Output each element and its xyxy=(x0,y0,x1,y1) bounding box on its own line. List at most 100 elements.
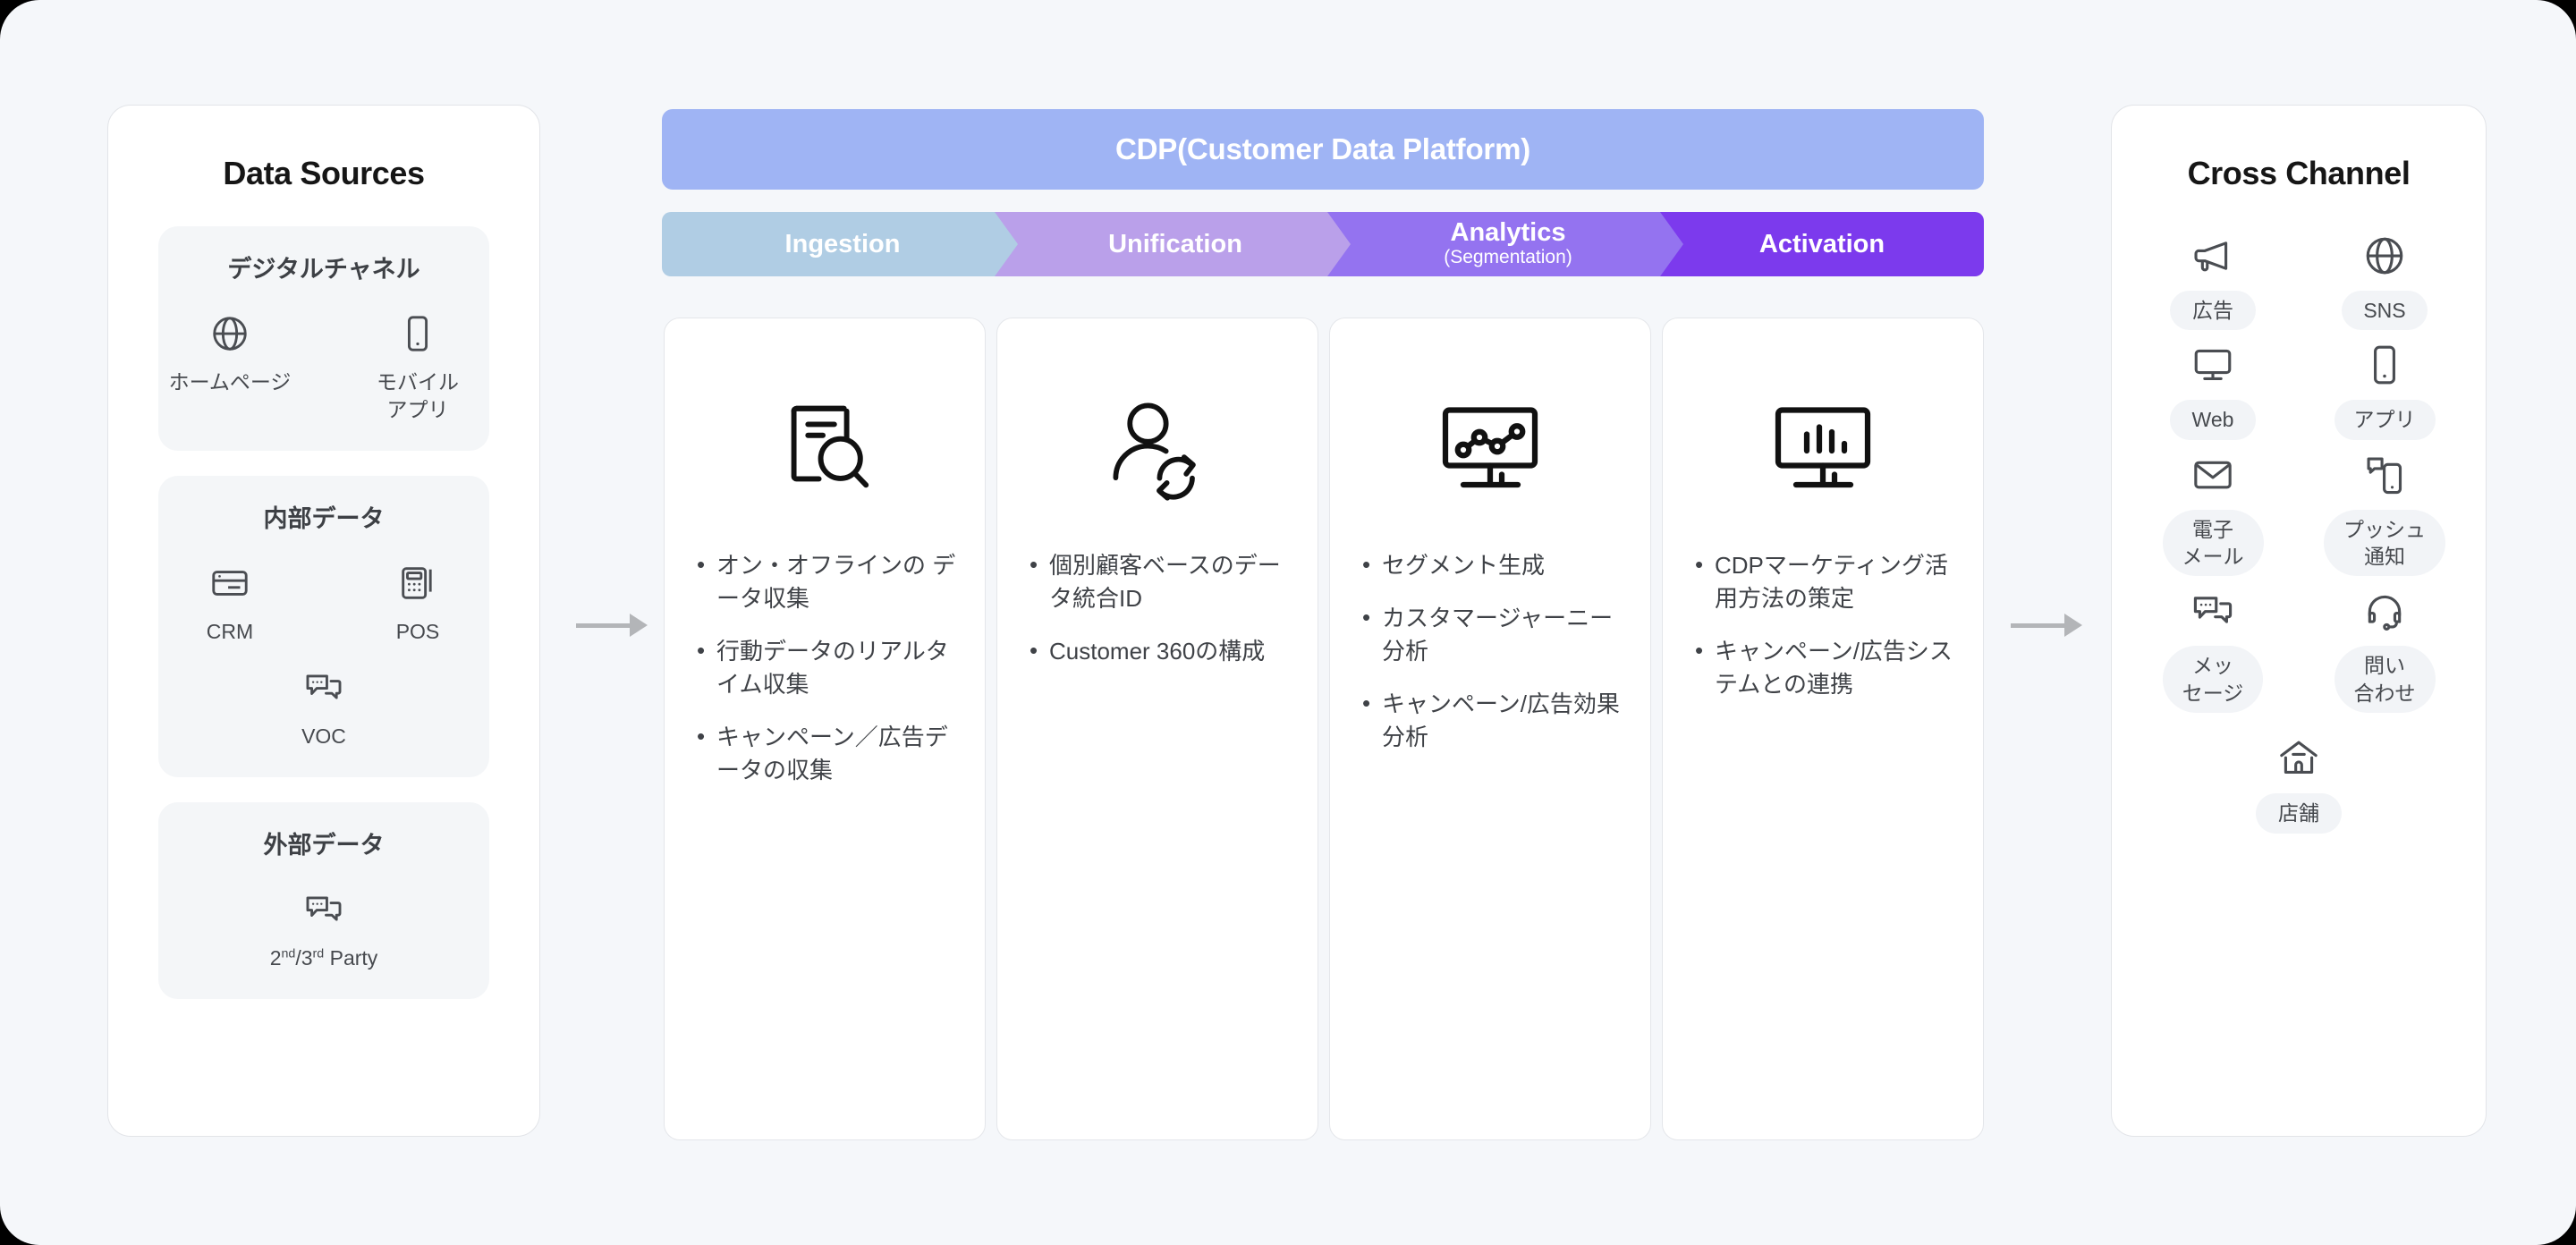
data-source-row: VOC xyxy=(167,662,480,750)
stage-chevron-unification[interactable]: Unification xyxy=(995,212,1356,276)
data-source-item-2nd-3rd-party[interactable]: 2nd/3rd Party xyxy=(225,884,422,972)
cross-channel-grid: 広告 SNS We xyxy=(2112,228,2486,834)
pos-terminal-icon xyxy=(355,557,480,609)
data-sources-panel: Data Sources デジタルチャネル ホームページ xyxy=(107,105,540,1137)
stage-bullet-list: オン・オフラインの データ収集 行動データのリアルタイム収集 キャンペーン／広告… xyxy=(691,548,958,787)
stage-chevron-bar: Ingestion Unification Analytics (Segment… xyxy=(662,212,1984,276)
stage-bullet: 個別顧客ベースのデータ統合ID xyxy=(1028,548,1291,615)
data-source-label: 2nd/3rd Party xyxy=(269,946,378,970)
stage-bullet: キャンペーン/広告効果分析 xyxy=(1360,687,1623,754)
arrow-head xyxy=(630,614,648,637)
data-source-label: VOC xyxy=(301,724,346,749)
stage-bullet: キャンペーン/広告システムとの連携 xyxy=(1693,634,1956,701)
arrow-right-icon-left xyxy=(576,614,648,637)
stage-chevron-analytics[interactable]: Analytics (Segmentation) xyxy=(1327,212,1689,276)
stage-name: Activation xyxy=(1758,229,1885,258)
channel-label: アプリ xyxy=(2334,400,2436,440)
envelope-icon xyxy=(2141,447,2284,503)
data-source-item-voc[interactable]: VOC xyxy=(261,662,386,750)
data-source-group-external: 外部データ 2nd/3rd Party xyxy=(158,802,489,1000)
mobile-phone-icon xyxy=(355,308,480,360)
channel-label: SNS xyxy=(2342,291,2428,331)
stage-chevron-ingestion[interactable]: Ingestion xyxy=(662,212,1023,276)
data-source-row: CRM xyxy=(167,557,480,646)
stage-bullet: セグメント生成 xyxy=(1360,548,1623,582)
data-source-label: ホームページ xyxy=(168,370,292,394)
stage-column-ingestion: オン・オフラインの データ収集 行動データのリアルタイム収集 キャンペーン／広告… xyxy=(664,318,986,1140)
stage-bullet: CDPマーケティング活用方法の策定 xyxy=(1693,548,1956,615)
megaphone-icon xyxy=(2141,228,2284,284)
person-sync-icon xyxy=(1024,354,1291,542)
channel-item-sns[interactable]: SNS xyxy=(2313,228,2456,331)
channel-label: メッ セージ xyxy=(2162,646,2264,714)
store-house-icon xyxy=(2112,731,2486,786)
channel-item-web[interactable]: Web xyxy=(2141,337,2284,440)
stage-subtitle: (Segmentation) xyxy=(1444,246,1572,267)
channel-item-store[interactable]: 店舗 xyxy=(2112,731,2486,834)
data-source-row: ホームページ モバイル アプリ xyxy=(167,308,480,424)
channel-item-inquiry[interactable]: 問い 合わせ xyxy=(2313,583,2456,714)
stage-name: Unification xyxy=(1108,229,1242,258)
headset-icon xyxy=(2313,583,2456,639)
credit-card-icon xyxy=(167,557,292,609)
channel-label: 電子 メール xyxy=(2162,509,2264,577)
data-source-item-mobile-app[interactable]: モバイル アプリ xyxy=(355,308,480,424)
globe-icon xyxy=(2313,228,2456,284)
arrow-shaft xyxy=(2011,622,2064,628)
stage-name: Analytics xyxy=(1450,218,1566,248)
cdp-banner: CDP(Customer Data Platform) xyxy=(662,109,1984,190)
stage-bullet-list: セグメント生成 カスタマージャーニー分析 キャンペーン/広告効果分析 xyxy=(1357,548,1623,754)
group-title-digital: デジタルチャネル xyxy=(227,256,420,283)
data-source-group-internal: 内部データ CRM xyxy=(158,476,489,778)
stage-bullet: キャンペーン／広告データの収集 xyxy=(695,720,958,787)
stage-column-unification: 個別顧客ベースのデータ統合ID Customer 360の構成 xyxy=(996,318,1318,1140)
channel-item-email[interactable]: 電子 メール xyxy=(2141,447,2284,577)
monitor-bar-chart-icon xyxy=(1690,354,1956,542)
mobile-phone-icon xyxy=(2313,337,2456,393)
channel-item-push[interactable]: プッシュ 通知 xyxy=(2313,447,2456,577)
stage-chevron-activation[interactable]: Activation xyxy=(1660,212,1984,276)
data-source-item-pos[interactable]: POS xyxy=(355,557,480,646)
channel-item-ad[interactable]: 広告 xyxy=(2141,228,2284,331)
chat-bubbles-icon xyxy=(225,884,422,936)
cross-channel-title: Cross Channel xyxy=(2187,155,2411,191)
data-source-label: モバイル アプリ xyxy=(377,370,459,422)
arrow-right-icon-right xyxy=(2011,614,2082,637)
monitor-line-chart-icon xyxy=(1357,354,1623,542)
globe-icon xyxy=(167,308,292,360)
channel-item-message[interactable]: メッ セージ xyxy=(2141,583,2284,714)
chat-bubbles-icon xyxy=(2141,583,2284,639)
data-source-label: POS xyxy=(395,620,440,644)
channel-label: 広告 xyxy=(2170,291,2256,331)
stage-bullet: Customer 360の構成 xyxy=(1028,634,1291,668)
cross-channel-panel: Cross Channel 広告 SNS xyxy=(2111,105,2487,1137)
channel-label: 店舗 xyxy=(2256,793,2342,834)
group-title-internal: 内部データ xyxy=(263,505,385,533)
channel-label: 問い 合わせ xyxy=(2334,646,2436,714)
channel-item-app[interactable]: アプリ xyxy=(2313,337,2456,440)
channel-label: プッシュ 通知 xyxy=(2324,509,2445,577)
stage-column-activation: CDPマーケティング活用方法の策定 キャンペーン/広告システムとの連携 xyxy=(1662,318,1984,1140)
stage-bullet: オン・オフラインの データ収集 xyxy=(695,548,958,615)
data-sources-title: Data Sources xyxy=(223,155,425,191)
push-notification-icon xyxy=(2313,447,2456,503)
stage-bullet: 行動データのリアルタイム収集 xyxy=(695,634,958,701)
channel-label: Web xyxy=(2170,400,2256,440)
stage-bullet-list: 個別顧客ベースのデータ統合ID Customer 360の構成 xyxy=(1024,548,1291,668)
stage-bullet-list: CDPマーケティング活用方法の策定 キャンペーン/広告システムとの連携 xyxy=(1690,548,1956,701)
stage-bullet: カスタマージャーニー分析 xyxy=(1360,601,1623,668)
data-source-group-digital: デジタルチャネル ホームページ xyxy=(158,226,489,452)
group-title-external: 外部データ xyxy=(263,832,385,860)
data-source-item-crm[interactable]: CRM xyxy=(167,557,292,646)
chat-bubbles-icon xyxy=(261,662,386,714)
arrow-head xyxy=(2064,614,2082,637)
data-source-label: CRM xyxy=(206,620,254,644)
cdp-banner-label: CDP(Customer Data Platform) xyxy=(1115,132,1530,165)
data-source-item-homepage[interactable]: ホームページ xyxy=(167,308,292,424)
monitor-icon xyxy=(2141,337,2284,393)
stage-name: Ingestion xyxy=(784,229,901,258)
data-source-row: 2nd/3rd Party xyxy=(167,884,480,972)
arrow-shaft xyxy=(576,622,630,628)
document-search-icon xyxy=(691,354,958,542)
